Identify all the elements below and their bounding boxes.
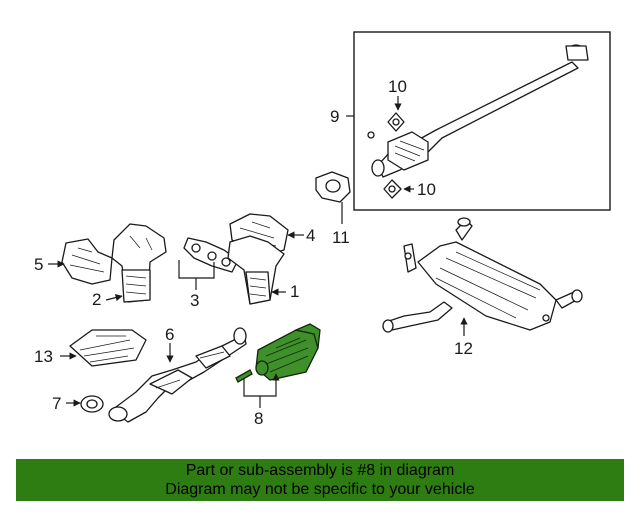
callout-10-top: 10 — [388, 77, 407, 96]
callout-3: 3 — [190, 291, 199, 310]
catalytic-converter-8[interactable] — [235, 323, 321, 383]
exhaust-manifold-1[interactable] — [227, 235, 285, 305]
gasket-10-bottom[interactable] — [383, 179, 402, 199]
callout-9: 9 — [330, 107, 339, 126]
gasket-7[interactable] — [80, 395, 104, 413]
banner-line-disclaimer: Diagram may not be specific to your vehi… — [165, 481, 475, 498]
callout-4: 4 — [306, 226, 315, 245]
callout-12: 12 — [454, 339, 473, 358]
heat-shield-5[interactable] — [61, 238, 113, 285]
inset-box-part-9 — [346, 31, 611, 211]
info-banner: Part or sub-assembly is #8 in diagram Di… — [16, 459, 624, 501]
muffler-12[interactable] — [382, 217, 583, 333]
callout-6: 6 — [165, 325, 174, 344]
callout-5: 5 — [34, 255, 43, 274]
front-pipe-assembly-9[interactable] — [367, 44, 589, 178]
gasket-10-top[interactable] — [387, 112, 405, 132]
callout-11: 11 — [332, 228, 350, 247]
banner-line-part-number: Part or sub-assembly is #8 in diagram — [185, 462, 455, 479]
callout-8: 8 — [254, 409, 263, 428]
manifold-gaskets-3[interactable] — [183, 237, 239, 273]
exhaust-manifold-2[interactable] — [111, 223, 167, 303]
gasket-11[interactable] — [315, 171, 351, 203]
callout-1: 1 — [290, 282, 299, 301]
callout-13: 13 — [34, 347, 53, 366]
callout-2: 2 — [92, 290, 101, 309]
front-pipe-6[interactable] — [108, 327, 247, 423]
callout-10-bottom: 10 — [417, 180, 436, 199]
heat-protector-13[interactable] — [69, 329, 147, 367]
callout-7: 7 — [52, 394, 61, 413]
